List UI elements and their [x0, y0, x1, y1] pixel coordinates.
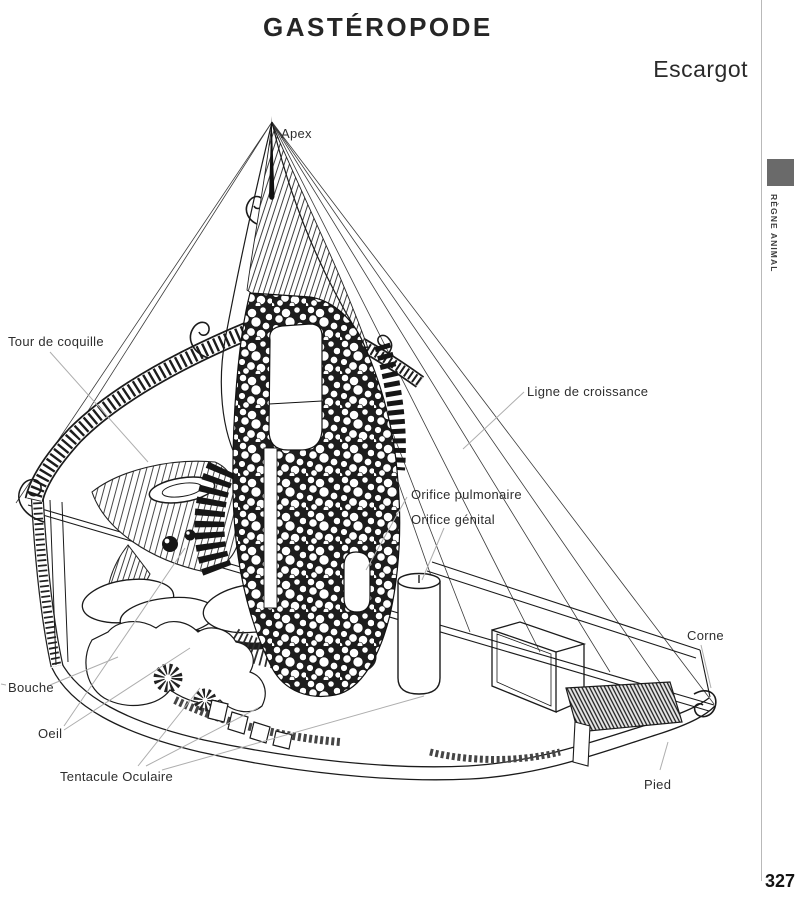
label-tentacule-oculaire: Tentacule Oculaire — [60, 769, 173, 784]
horn-hook — [693, 690, 717, 718]
shell-spire — [220, 116, 369, 466]
label-corne: Corne — [687, 628, 724, 643]
label-orifice-genital: Orifice génital — [411, 512, 495, 527]
brush-plate — [565, 681, 683, 767]
page-title: GASTÉROPODE — [263, 12, 493, 42]
margin-rule — [761, 0, 762, 881]
page-number: 327 — [764, 871, 796, 891]
shell-column — [232, 292, 401, 697]
section-tab-label: RÈGNE ANIMAL — [769, 194, 779, 273]
leader-lines — [0, 351, 712, 771]
page-subtitle: Escargot — [653, 56, 748, 82]
frame-structures — [491, 621, 587, 713]
section-tab-square — [767, 159, 794, 186]
label-apex: Apex — [281, 126, 312, 141]
label-oeil: Oeil — [38, 726, 62, 741]
aperture-cut-edge — [30, 491, 69, 668]
mouth-tentacle-mass — [85, 621, 293, 750]
figure-labels: Apex Tour de coquille Ligne de croissanc… — [8, 126, 724, 792]
genital-cylinder — [397, 572, 441, 695]
label-tour-de-coquille: Tour de coquille — [8, 334, 104, 349]
label-bouche: Bouche — [8, 680, 54, 695]
label-ligne-de-croissance: Ligne de croissance — [527, 384, 648, 399]
eye-spheres — [162, 529, 196, 552]
label-pied: Pied — [644, 777, 671, 792]
label-orifice-pulmonaire: Orifice pulmonaire — [411, 487, 522, 502]
whorl-ribbon — [24, 321, 254, 503]
dark-bar-fans — [194, 342, 406, 578]
